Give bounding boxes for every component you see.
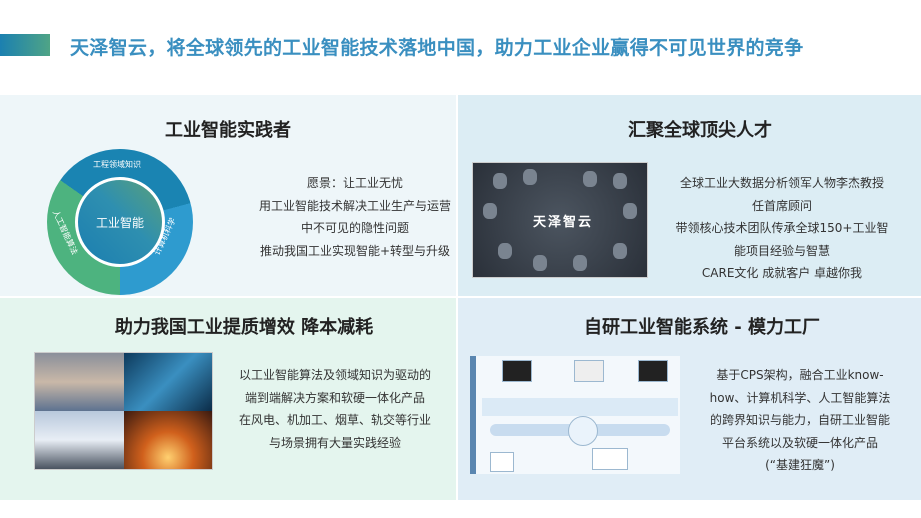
text-line: 平台系统以及软硬一体化产品 — [721, 435, 879, 450]
panel-text: 以工业智能算法及领域知识为驱动的 端到端解决方案和软硬一体化产品 在风电、机加工… — [239, 364, 431, 454]
wind-turbine-image — [35, 353, 124, 411]
text-line: 中不可见的隐性问题 — [300, 221, 410, 235]
page-headline: 天泽智云，将全球领先的工业智能技术落地中国，助力工业企业赢得不可见世界的竞争 — [70, 37, 804, 59]
team-photo: 天泽智云 — [472, 162, 648, 278]
panel-text: 愿景：让工业无忧 用工业智能技术解决工业生产与运营 中不可见的隐性问题 推动我国… — [259, 172, 451, 262]
text-line: 以工业智能算法及领域知识为驱动的 — [238, 368, 432, 382]
practitioner-panel: 工业智能实践者 工程领域知识 计算机科学 人工智能算法 工业智能 愿景：让工业无… — [0, 95, 456, 296]
text-line: 全球工业大数据分析领军人物李杰教授 — [679, 176, 884, 190]
panel-text: 基于CPS架构，融合工业know- how、计算机科学、人工智能算法 的跨界知识… — [710, 364, 891, 477]
panel-title: 助力我国工业提质增效 降本减耗 — [114, 317, 374, 338]
text-line: 端到端解决方案和软硬一体化产品 — [244, 390, 426, 405]
machining-image — [123, 353, 212, 411]
text-line: 推动我国工业实现智能+转型与升级 — [259, 243, 451, 258]
text-line: 在风电、机加工、烟草、轨交等行业 — [238, 413, 432, 427]
ring-segment: 工程领域知识 — [93, 160, 141, 169]
text-line: 带领核心技术团队传承全球150+工业智 — [675, 221, 889, 235]
text-line: 愿景：让工业无忧 — [306, 176, 404, 190]
text-line: 与场景拥有大量实践经验 — [268, 435, 402, 450]
ring-center: 工业智能 — [75, 177, 165, 267]
panel-title: 汇聚全球顶尖人才 — [628, 120, 772, 141]
text-line: how、计算机科学、人工智能算法 — [709, 390, 891, 405]
text-line: 能项目经验与智慧 — [733, 243, 830, 258]
text-line: CARE文化 成就客户 卓越你我 — [701, 266, 863, 280]
train-image — [35, 411, 124, 469]
panel-text: 全球工业大数据分析领军人物李杰教授 任首席顾问 带领核心技术团队传承全球150+… — [676, 172, 889, 285]
text-line: 基于CPS架构，融合工业know- — [716, 368, 884, 382]
efficiency-panel: 助力我国工业提质增效 降本减耗 以工业智能算法及领域知识为驱动的 端到端解决方案… — [0, 298, 456, 500]
photo-brand-text: 天泽智云 — [533, 215, 594, 230]
system-panel: 自研工业智能系统 - 模力工厂 基于CPS架构，融合工业know- how、计算… — [458, 298, 921, 500]
text-line: (“基建狂魔”) — [765, 458, 835, 472]
architecture-diagram — [470, 356, 680, 474]
text-line: 任首席顾问 — [751, 198, 812, 213]
text-line: 的跨界知识与能力，自研工业智能 — [709, 413, 891, 427]
industry-photos — [34, 352, 213, 470]
capability-ring: 工程领域知识 计算机科学 人工智能算法 工业智能 — [47, 149, 193, 295]
text-line: 用工业智能技术解决工业生产与运营 — [258, 198, 452, 213]
banner-accent-bar — [0, 34, 50, 56]
panel-title: 自研工业智能系统 - 模力工厂 — [583, 317, 821, 338]
talent-panel: 汇聚全球顶尖人才 天泽智云 全球工业大数据分析领军人物李杰教授 任首席顾问 带领… — [458, 95, 921, 296]
furnace-image — [123, 411, 212, 469]
panel-title: 工业智能实践者 — [165, 120, 291, 141]
